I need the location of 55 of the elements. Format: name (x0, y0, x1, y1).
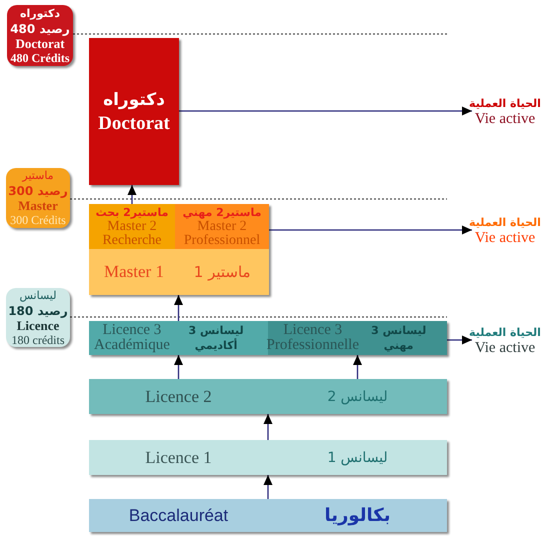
credit-count: 300 Crédits (10, 213, 66, 227)
track-label: ليسانس 3 مهني (370, 323, 428, 353)
arrow (128, 185, 136, 204)
track-label: ماستير2 مهني (182, 205, 262, 220)
track-label: Licence 3 Académique (93, 323, 171, 353)
track-label: Master 2 Recherche (101, 220, 163, 248)
credit-count: 180 crédits (12, 332, 64, 346)
outcome-label: الحياة العملية (469, 324, 541, 340)
arrow (353, 355, 362, 379)
credit-count: 480 Crédits (10, 50, 70, 64)
credit-count: 480 رصيد (10, 20, 70, 36)
level-box (89, 321, 447, 355)
level-box (89, 440, 447, 475)
arrow (174, 295, 183, 321)
level-box (89, 38, 179, 185)
track-label: ليسانس 3 أكاديمي (188, 323, 245, 353)
level-label: بكالوريا (324, 504, 390, 526)
arrow (447, 336, 472, 344)
outcome-label: Vie active (474, 110, 536, 126)
level-label: ليسانس 1 (327, 448, 388, 468)
level-box (89, 204, 269, 295)
level-title: دكتوراه (20, 6, 60, 20)
track-label: Master 2 Professionnel (182, 220, 262, 248)
level-label: ماستير 1 (194, 262, 251, 282)
outcome-label: Vie active (474, 230, 536, 246)
arrow (179, 106, 472, 116)
level-label: Master 1 (104, 262, 164, 282)
credit-count: 180 رصيد (8, 302, 68, 318)
arrow (264, 414, 272, 440)
level-label: Licence 2 (145, 386, 212, 406)
level-title: Master (18, 199, 58, 213)
outcome-label: الحياة العملية (469, 96, 541, 110)
level-box (89, 499, 447, 532)
level-title: Doctorat (15, 36, 65, 50)
credit-box (6, 288, 70, 347)
credit-box (7, 5, 73, 66)
track-label: Licence 3 Professionnelle (266, 323, 360, 353)
arrow (174, 355, 183, 379)
arrow (269, 226, 472, 234)
outcome-label: الحياة العملية (469, 214, 541, 230)
level-label: Baccalauréat (128, 506, 228, 526)
credit-count: 300 رصيد (8, 183, 68, 199)
track-cell (89, 249, 269, 295)
arrow (264, 475, 272, 499)
level-title: دكتوراه (103, 89, 165, 112)
level-title: Licence (16, 318, 60, 332)
level-title: ليسانس (20, 288, 56, 302)
outcome-label: Vie active (474, 340, 536, 356)
level-box (89, 379, 447, 414)
track-label: ماستير2 بحث (96, 205, 168, 220)
credit-box (6, 168, 70, 228)
level-label: ليسانس 2 (327, 388, 388, 406)
level-title: ماستير (22, 169, 54, 183)
level-title: Doctorat (98, 113, 170, 135)
level-label: Licence 1 (145, 448, 212, 468)
